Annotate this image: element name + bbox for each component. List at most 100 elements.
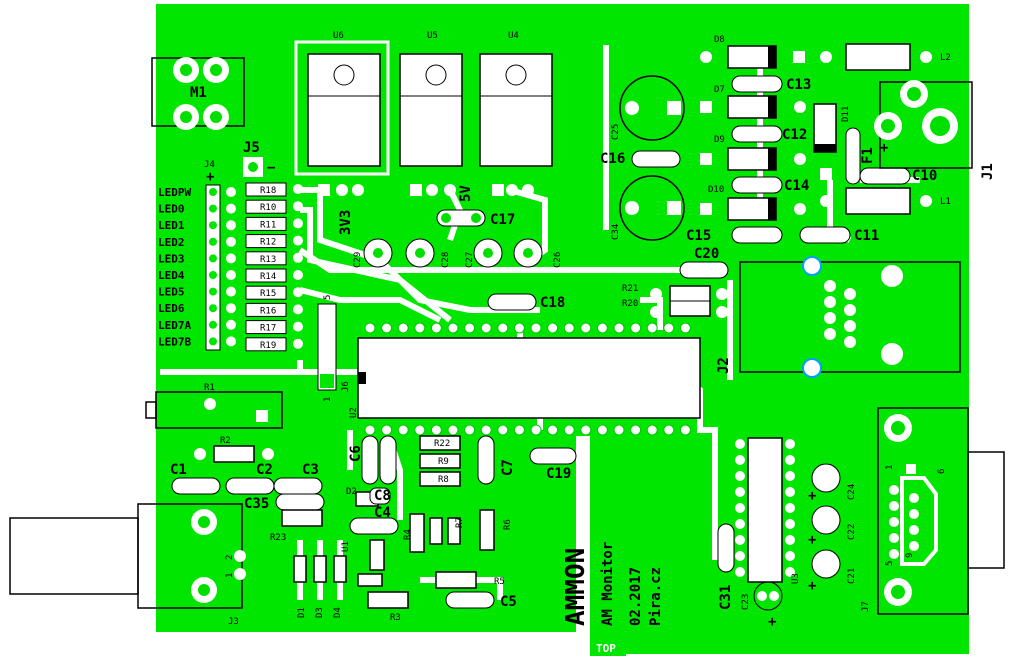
pin [497,322,509,334]
r1-pot: R1 [145,383,283,429]
j2-label: J2 [716,357,732,374]
c24-label: C24 [847,484,857,500]
v5-label: 5V [458,185,474,202]
pin [480,424,492,436]
u6-label: U6 [333,31,344,41]
pad [226,270,236,280]
pin [447,322,459,334]
pin [580,322,592,334]
r22-r9-r8: R22 R9 R8 [419,435,461,487]
pad [226,319,236,330]
c14-label: C14 [784,178,809,194]
c16-capacitor: C16 [600,150,681,168]
pin [735,503,745,513]
pin [785,567,795,577]
pin [397,424,409,436]
r2-label: R2 [220,436,231,446]
pin [785,535,795,545]
pad [226,253,236,264]
pin [497,424,509,436]
pad [293,184,303,194]
j7-label: J7 [861,601,871,612]
r21-label: R21 [622,284,638,294]
f1-fuse: F1 [845,127,876,185]
j7-pin6: 6 [937,469,947,474]
pad [226,187,236,197]
r6-label: R6 [503,519,513,530]
pad [293,235,303,246]
c34-label: C34 [611,224,621,240]
c21-label: C21 [847,568,857,584]
pad [226,336,236,347]
u3-ic: U3 [735,437,801,584]
caps-right: C13 C12 C14 C15 C11 C10 [686,75,937,244]
c19-label: C19 [546,466,571,482]
resistor-label: R13 [260,255,276,265]
pin [464,424,476,436]
j2-rj45: J2 [716,256,961,378]
r23-resistor: R23 [270,509,323,543]
led-label: LED2 [158,236,185,249]
r2-resistor: R2 [194,436,274,463]
pin [414,322,426,334]
j6-header: 5 1 J6 [317,295,351,402]
v33-label: 3V3 [338,210,354,235]
pin [663,322,675,334]
c10-label: C10 [912,168,937,184]
pin [613,322,625,334]
d10-label: D10 [708,185,724,195]
j5-label: J5 [243,140,260,156]
pin [646,322,658,334]
pin [596,424,608,436]
led-label: LED5 [158,286,185,299]
j7-db9: 1 6 5 9 J7 [861,407,1005,615]
c23-label: C23 [741,594,751,610]
resistor-label: R11 [260,220,276,230]
pin [735,471,745,481]
pin [364,322,376,334]
resistor-label: R16 [260,306,276,316]
j3-label: J3 [228,617,239,627]
pad [293,270,303,280]
diodes-bottom: D1 D3 D4 [293,555,347,618]
c7-label: C7 [500,459,516,476]
u5-label: U5 [427,31,438,41]
svg-text:+: + [808,532,816,548]
l1-label: L1 [940,197,951,207]
r8-label: R8 [438,475,449,485]
c17-capacitor: C17 [436,209,515,228]
m1-label: M1 [190,85,207,101]
svg-text:1: 1 [323,397,333,402]
pin [785,471,795,481]
pin [735,439,745,449]
c11-label: C11 [854,228,879,244]
pin [513,322,525,334]
pad [226,236,236,247]
led-labels: LEDPWLED0LED1LED2LED3LED4LED5LED6LED7ALE… [158,186,236,348]
pin [785,455,795,465]
c3-label: C3 [302,462,319,478]
pin [735,519,745,529]
led-label: LED4 [158,269,185,282]
pad [293,304,303,315]
pin [630,322,642,334]
j7-pin9: 9 [905,553,915,558]
u3-label: U3 [791,573,801,584]
j3-bnc: 2 1 J3 [9,503,246,627]
u1-label: U1 [341,541,351,552]
l2-label: L2 [940,53,951,63]
resistor-body [245,216,287,231]
j5-minus: − [267,160,275,176]
pad [293,338,303,349]
c27-label: C27 [465,252,475,268]
svg-text:5: 5 [323,295,333,300]
pin [785,551,795,561]
c17-label: C17 [490,212,515,228]
pad [293,287,303,298]
pin [381,322,393,334]
pin [735,487,745,497]
pad [293,201,303,212]
resistor-label: R17 [260,324,276,334]
c6-c7-c19: C6 C7 C19 [348,435,577,485]
